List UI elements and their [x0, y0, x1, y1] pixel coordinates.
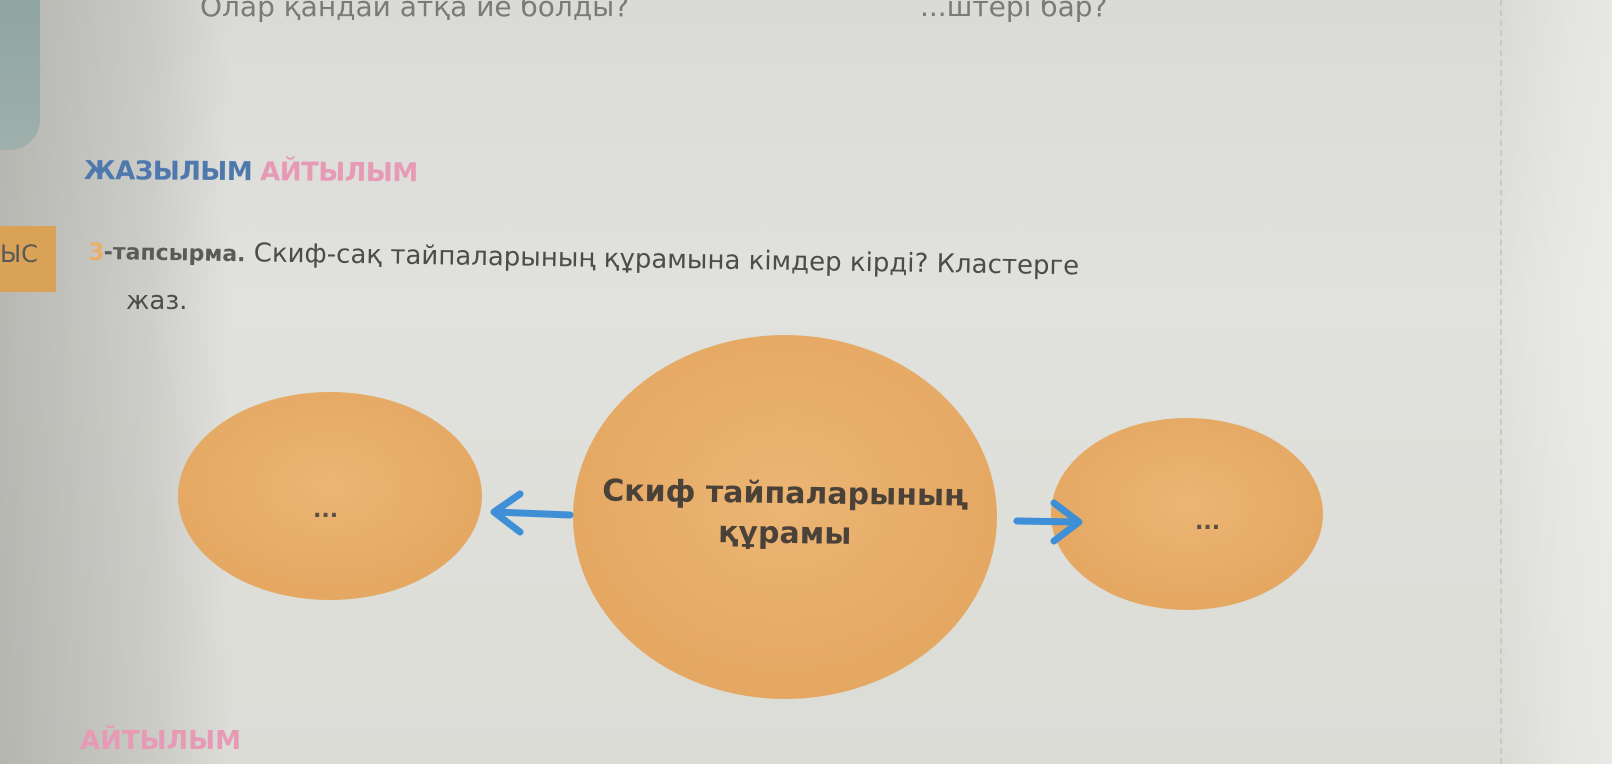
task-number: 3 [88, 238, 105, 266]
side-tab [0, 226, 56, 292]
task-prompt-line-2: жаз. [126, 286, 188, 316]
left-circle [178, 392, 482, 600]
next-section-heading: АЙТЫЛЫМ [80, 726, 241, 756]
previous-question-text: Олар қандай атқа ие болды? [200, 0, 630, 23]
arrow-left-icon [490, 490, 574, 536]
right-circle-placeholder: ... [1195, 510, 1221, 535]
right-circle [1051, 418, 1323, 610]
dashed-margin-line [1500, 0, 1502, 764]
left-circle-placeholder: ... [313, 498, 339, 523]
side-tab-label: ЫС [0, 240, 38, 268]
center-circle [573, 335, 997, 699]
center-label-line-2: құрамы [717, 515, 852, 552]
previous-question-text-right: ...штері бар? [920, 0, 1108, 23]
center-circle-label: Скиф тайпаларының құрамы [564, 471, 1005, 557]
page-right-edge [1502, 0, 1612, 764]
center-label-line-1: Скиф тайпаларының [601, 473, 969, 514]
arrow-right-icon [1013, 499, 1083, 545]
left-margin-strip [0, 0, 40, 150]
